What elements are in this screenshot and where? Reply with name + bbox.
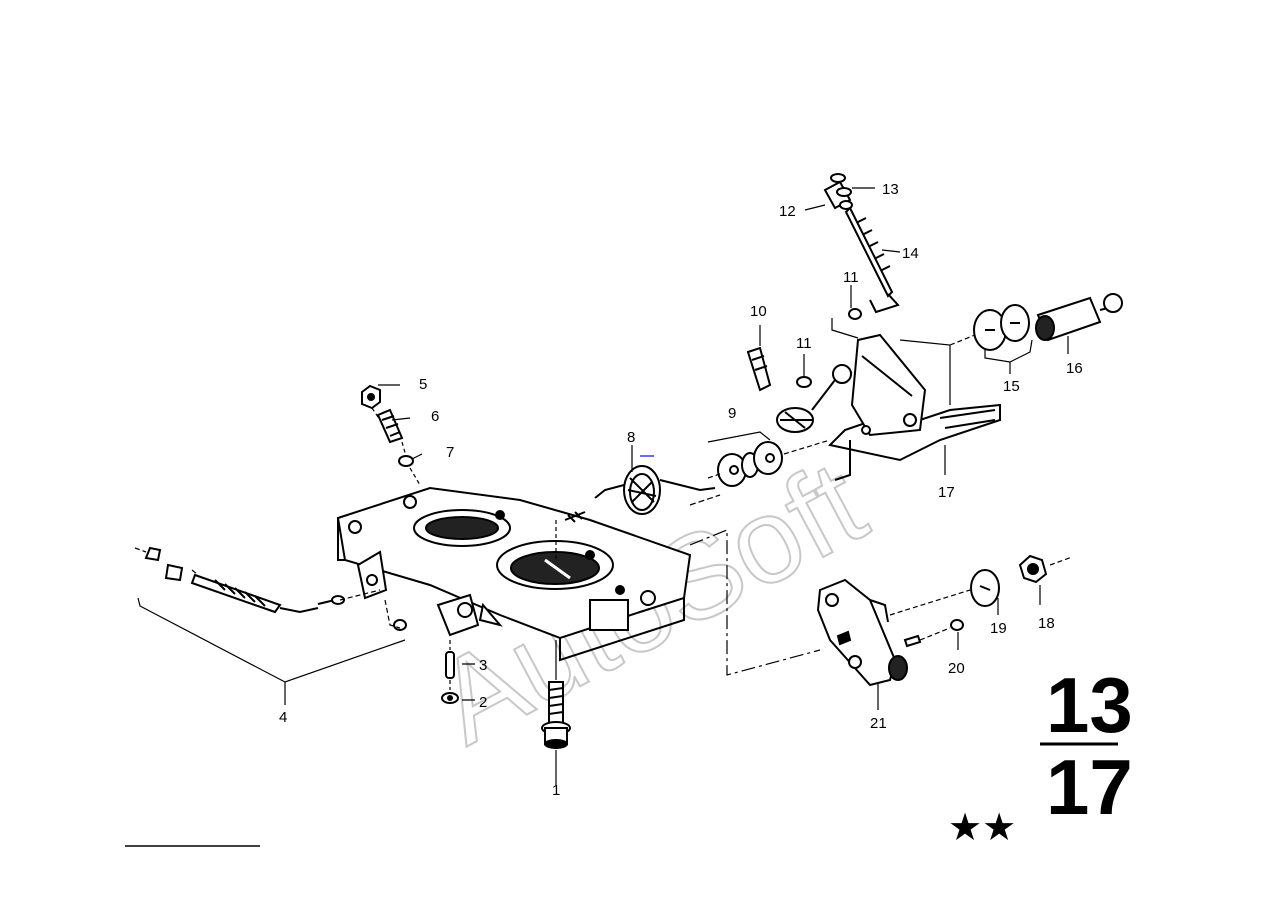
callout-16: 16 (1066, 360, 1083, 377)
bracket-4 (137, 597, 406, 683)
callout-13: 13 (882, 181, 899, 198)
rating-stars: ★★ (948, 805, 1016, 849)
part-1-bolt (541, 681, 571, 749)
part-19-washer (970, 569, 1000, 607)
part-7-washer (398, 455, 414, 467)
axis-5-6-7 (371, 407, 421, 486)
callout-20: 20 (948, 660, 965, 677)
part-8-return-spring (564, 465, 716, 523)
callout-12: 12 (779, 203, 796, 220)
leaders-2-3 (462, 663, 475, 701)
part-5-nut (361, 384, 381, 410)
leaders-5-6-7 (378, 384, 423, 460)
axis-9 (707, 439, 831, 479)
callout-9: 9 (728, 405, 736, 422)
part-18-nut (1018, 554, 1048, 584)
callout-18: 18 (1038, 615, 1055, 632)
part-3-pin (445, 651, 455, 679)
callout-8: 8 (627, 429, 635, 446)
part-6-stud (376, 408, 404, 444)
axis-plate-to-21 (689, 529, 821, 676)
throttle-body-base-plate (336, 486, 692, 662)
callout-14: 14 (902, 245, 919, 262)
axis-18-19-20 (889, 556, 1073, 641)
part-17-lever-bracket (827, 333, 1001, 481)
part-14-rod (844, 206, 900, 314)
part-11-washer-lower (796, 376, 812, 388)
part-10-pin (746, 346, 772, 392)
part-20-washer (950, 619, 964, 631)
callout-5: 5 (419, 376, 427, 393)
group-number-bottom: 17 (1046, 743, 1133, 831)
callout-10: 10 (750, 303, 767, 320)
callout-17: 17 (938, 484, 955, 501)
part-9-bushings (717, 441, 783, 487)
part-15-discs (973, 304, 1030, 351)
axis-15 (949, 334, 976, 346)
part-13-washer (830, 173, 853, 210)
part-2-clip (441, 692, 459, 704)
callout-4: 4 (279, 709, 287, 726)
callout-19: 19 (990, 620, 1007, 637)
callout-6: 6 (431, 408, 439, 425)
group-number-top: 13 (1046, 661, 1133, 749)
callout-7: 7 (446, 444, 454, 461)
part-11-clip-upper (848, 308, 862, 320)
part-21-lever-plate (816, 578, 908, 687)
throttle-lever-left (356, 550, 503, 637)
callout-3: 3 (479, 657, 487, 674)
callout-21: 21 (870, 715, 887, 732)
callout-11-upper: 11 (843, 269, 859, 286)
leaders-12-13-14 (804, 187, 901, 253)
small-screw (903, 634, 922, 648)
bracket-9 (707, 431, 771, 443)
part-4-linkage-rod (144, 546, 407, 631)
callout-1: 1 (552, 782, 560, 799)
callout-2: 2 (479, 694, 487, 711)
axis-4 (134, 547, 401, 629)
callout-15: 15 (1003, 378, 1020, 395)
part-16-ball-joint (1035, 293, 1123, 342)
lever-spring-assembly (776, 364, 853, 433)
axis-8-9 (689, 494, 721, 506)
callout-11-lower: 11 (796, 335, 812, 352)
leaders-18-19-20 (957, 585, 1041, 650)
